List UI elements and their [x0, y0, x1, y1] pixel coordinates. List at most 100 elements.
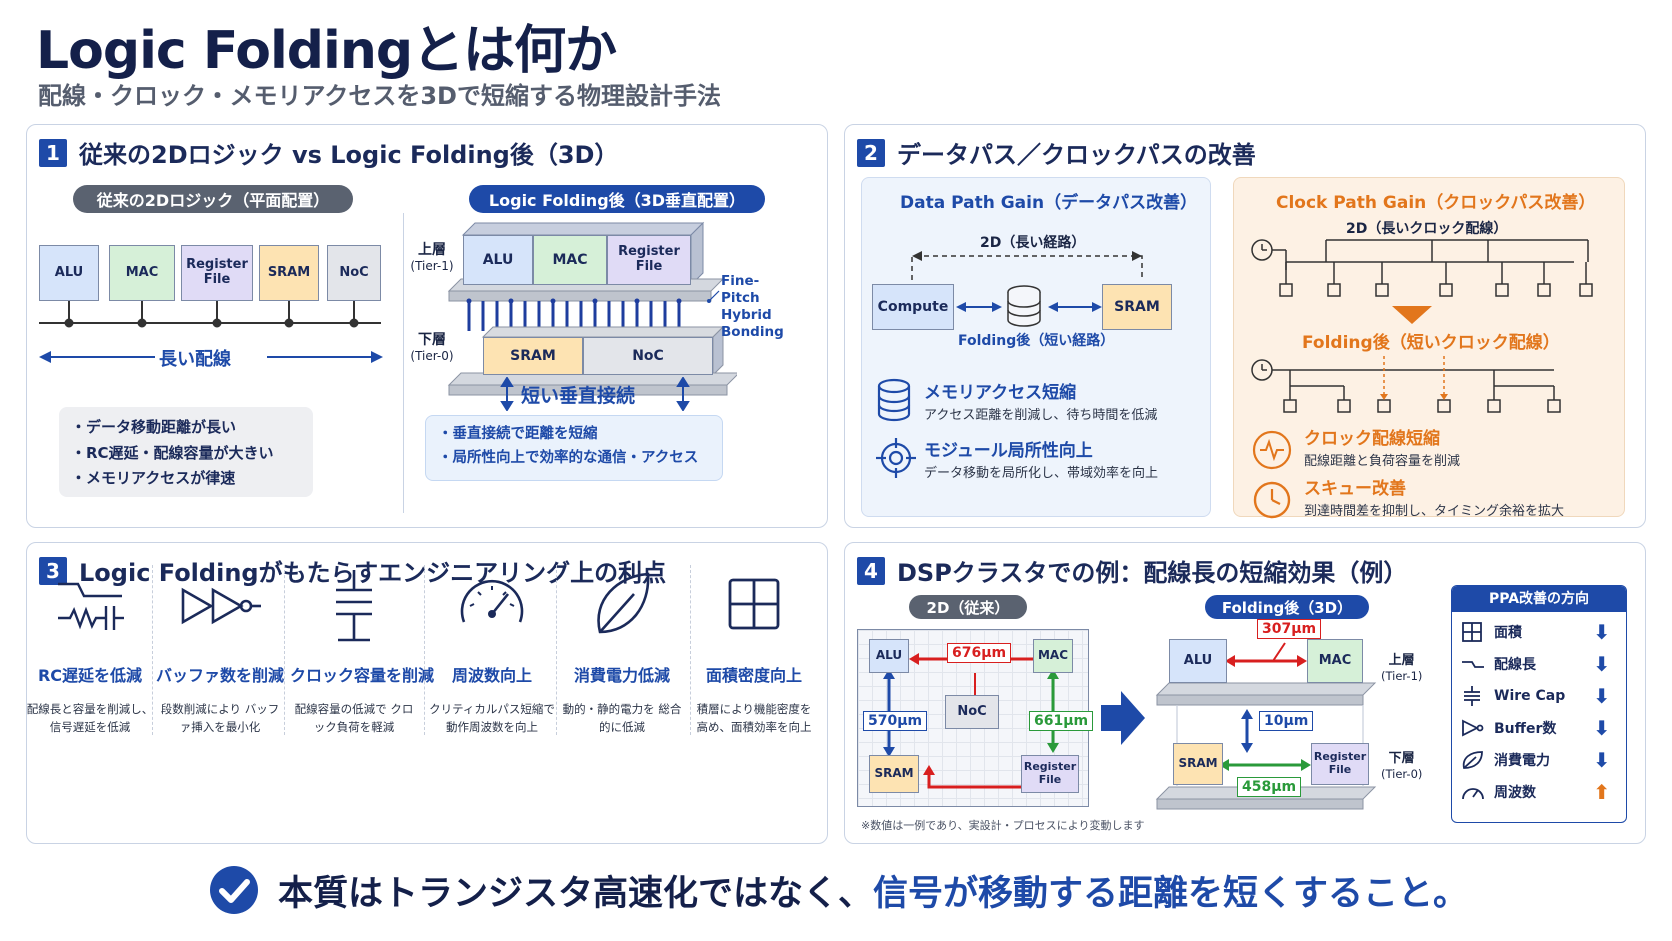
block-sram-dsp-2d: SRAM: [869, 755, 919, 793]
database-icon: [877, 378, 911, 422]
panel-1-number: 1: [39, 138, 67, 167]
block-mac-dsp-3d: MAC: [1307, 639, 1363, 683]
benefit-desc: 段数削減により バッファ挿入を最小化: [160, 702, 280, 735]
notes-3d: ・垂直接続で距離を短縮 ・局所性向上で効率的な通信・アクセス: [425, 415, 723, 481]
buffer-icon: [181, 587, 261, 625]
benefit-title: バッファ数を削減: [156, 666, 285, 685]
benefit-frequency: 周波数向上 クリティカルパス短縮で 動作周波数を向上: [428, 560, 556, 737]
compute-block: Compute: [872, 284, 954, 330]
target-icon: [876, 438, 916, 478]
clock-wire-icon: [1252, 430, 1292, 470]
down-arrow-icon: ⬇: [1593, 684, 1610, 708]
long-wire-label: 長い配線: [159, 349, 231, 370]
benefit-divider: [424, 565, 425, 735]
benefit-divider: [284, 565, 285, 735]
footer-text-b: 信号が移動する距離を短くすること。: [873, 873, 1469, 914]
dist-661: 661μm: [1029, 711, 1094, 731]
panel-2-number: 2: [857, 138, 885, 167]
area-icon: [1462, 622, 1482, 642]
lower-tier-label: 下層(Tier-0): [409, 331, 455, 365]
benefit-divider: [152, 565, 153, 735]
ppa-label: Wire Cap: [1494, 688, 1566, 704]
block-sram-dsp-3d: SRAM: [1173, 743, 1223, 785]
block-rf-dsp-2d: Register File: [1021, 755, 1079, 793]
upper-tier-label: 上層(Tier-1): [409, 241, 455, 275]
panel-2: 2 データパス／クロックパスの改善 Data Path Gain（データパス改善）…: [844, 124, 1646, 528]
notes-2d: ・データ移動距離が長い ・RC遅延・配線容量が大きい ・メモリアクセスが律速: [59, 407, 313, 497]
dsp-lower-label: 下層(Tier-0): [1381, 751, 1422, 782]
page-title: Logic Foldingとは何か: [36, 21, 617, 81]
clock-fold-label: Folding後（短いクロック配線）: [1302, 333, 1560, 353]
benefit-divider: [690, 565, 691, 735]
benefit-capacitor: クロック容量を削減 配線容量の低減で クロック負荷を軽減: [290, 560, 435, 737]
bonding-label: Fine-Pitch Hybrid Bonding: [721, 273, 784, 340]
lower-tier: (Tier-0): [410, 349, 454, 364]
benefit-title: クロック容量を削減: [290, 666, 435, 685]
block-rf-dsp-3d: Register File: [1311, 743, 1369, 785]
leaf-icon: [1462, 751, 1483, 769]
skew-desc: 到達時間差を抑制し、タイミング余裕を拡大: [1304, 504, 1565, 519]
dist-307: 307μm: [1257, 619, 1322, 639]
benefit-rc: RC遅延を低減 配線長と容量を削減し、信号遅延を低減: [26, 560, 154, 737]
block-noc-2d: NoC: [327, 245, 381, 301]
benefit-divider: [556, 565, 557, 735]
ppa-label: 周波数: [1494, 785, 1536, 801]
capacitor-icon: [336, 570, 372, 642]
panel-4-number: 4: [857, 556, 885, 585]
panel-3-title: Logic Foldingがもたらすエンジニアリング上の利点: [79, 559, 667, 587]
ppa-box: PPA改善の方向 面積 ⬇ 配線長⬇ Wire Cap ⬇ Buffer数 ⬇ 消費電…: [1451, 585, 1627, 823]
ppa-row-wire: 配線長⬇: [1460, 650, 1610, 678]
ppa-label: 面積: [1494, 625, 1522, 641]
benefit-desc: 配線長と容量を削減し、信号遅延を低減: [26, 702, 154, 735]
benefit-power: 消費電力低減 動的・静的電力を 総合的に低減: [558, 560, 686, 737]
leaf-icon: [597, 572, 650, 634]
skew-title: スキュー改善: [1304, 479, 1406, 499]
data-path-diagram: [911, 251, 1143, 327]
dist-10: 10μm: [1259, 711, 1314, 731]
clock-wire-title: クロック配線短縮: [1304, 429, 1440, 449]
path-2d-label: 2D（長い経路）: [980, 235, 1086, 251]
dist-570: 570μm: [863, 711, 928, 731]
gauge-icon: [1462, 788, 1484, 800]
block-alu-2d: ALU: [39, 245, 99, 301]
benefit-buffer: バッファ数を削減 段数削減により バッファ挿入を最小化: [156, 560, 284, 737]
block-noc-dsp-2d: NoC: [945, 695, 999, 729]
block-register-file-3d: Register File: [607, 235, 691, 285]
data-path-box: Data Path Gain（データパス改善） 2D（長い経路） Compute…: [861, 177, 1211, 517]
short-vertical-arrows: [500, 377, 690, 411]
down-arrow-icon: ⬇: [1593, 620, 1610, 644]
stack-dsp-3d: [1155, 642, 1377, 810]
panel-2-title: データパス／クロックパスの改善: [897, 141, 1256, 169]
block-alu-dsp-3d: ALU: [1169, 639, 1227, 683]
benefit-title: RC遅延を低減: [37, 666, 143, 685]
note-2d-item: ・RC遅延・配線容量が大きい: [71, 443, 274, 462]
clock-2d-label: 2D（長いクロック配線）: [1346, 221, 1508, 237]
footer-text-a: 本質はトランジスタ高速化ではなく、: [278, 873, 874, 914]
ppa-row-frequency: 周波数⬆: [1460, 778, 1610, 806]
clock-icon: [1253, 481, 1291, 519]
ppa-row-power: 消費電力⬇: [1460, 746, 1610, 774]
block-mac-dsp-2d: MAC: [1033, 639, 1073, 673]
mem-desc: アクセス距離を削減し、待ち時間を低減: [924, 408, 1158, 423]
pill-2d-conventional: 2D（従来）: [909, 595, 1027, 619]
ppa-title: PPA改善の方向: [1452, 586, 1626, 612]
pill-3d-logic: Logic Folding後（3D垂直配置）: [469, 185, 765, 213]
benefit-title: 周波数向上: [451, 666, 532, 685]
pill-2d-logic: 従来の2Dロジック（平面配置）: [73, 185, 353, 213]
dsp-upper: 上層: [1388, 653, 1415, 668]
ppa-label: 消費電力: [1494, 753, 1550, 769]
pill-folding-3d: Folding後（3D）: [1205, 595, 1369, 619]
panel-1-divider: [403, 213, 404, 513]
ppa-label: Buffer数: [1494, 721, 1557, 737]
page-subtitle: 配線・クロック・メモリアクセスを3Dで短縮する物理設計手法: [38, 82, 721, 110]
note-2d-item: ・メモリアクセスが律速: [71, 469, 236, 487]
clock-path-title: Clock Path Gain（クロックパス改善）: [1276, 193, 1596, 213]
lower-label: 下層: [418, 332, 446, 348]
down-arrow-icon: ⬇: [1593, 716, 1610, 740]
clock-path-box: Clock Path Gain（クロックパス改善） 2D（長いクロック配線） F…: [1233, 177, 1625, 519]
dist-676: 676μm: [947, 643, 1012, 663]
block-alu-dsp-2d: ALU: [869, 639, 909, 673]
ppa-row-wirecap: Wire Cap ⬇: [1460, 682, 1610, 710]
